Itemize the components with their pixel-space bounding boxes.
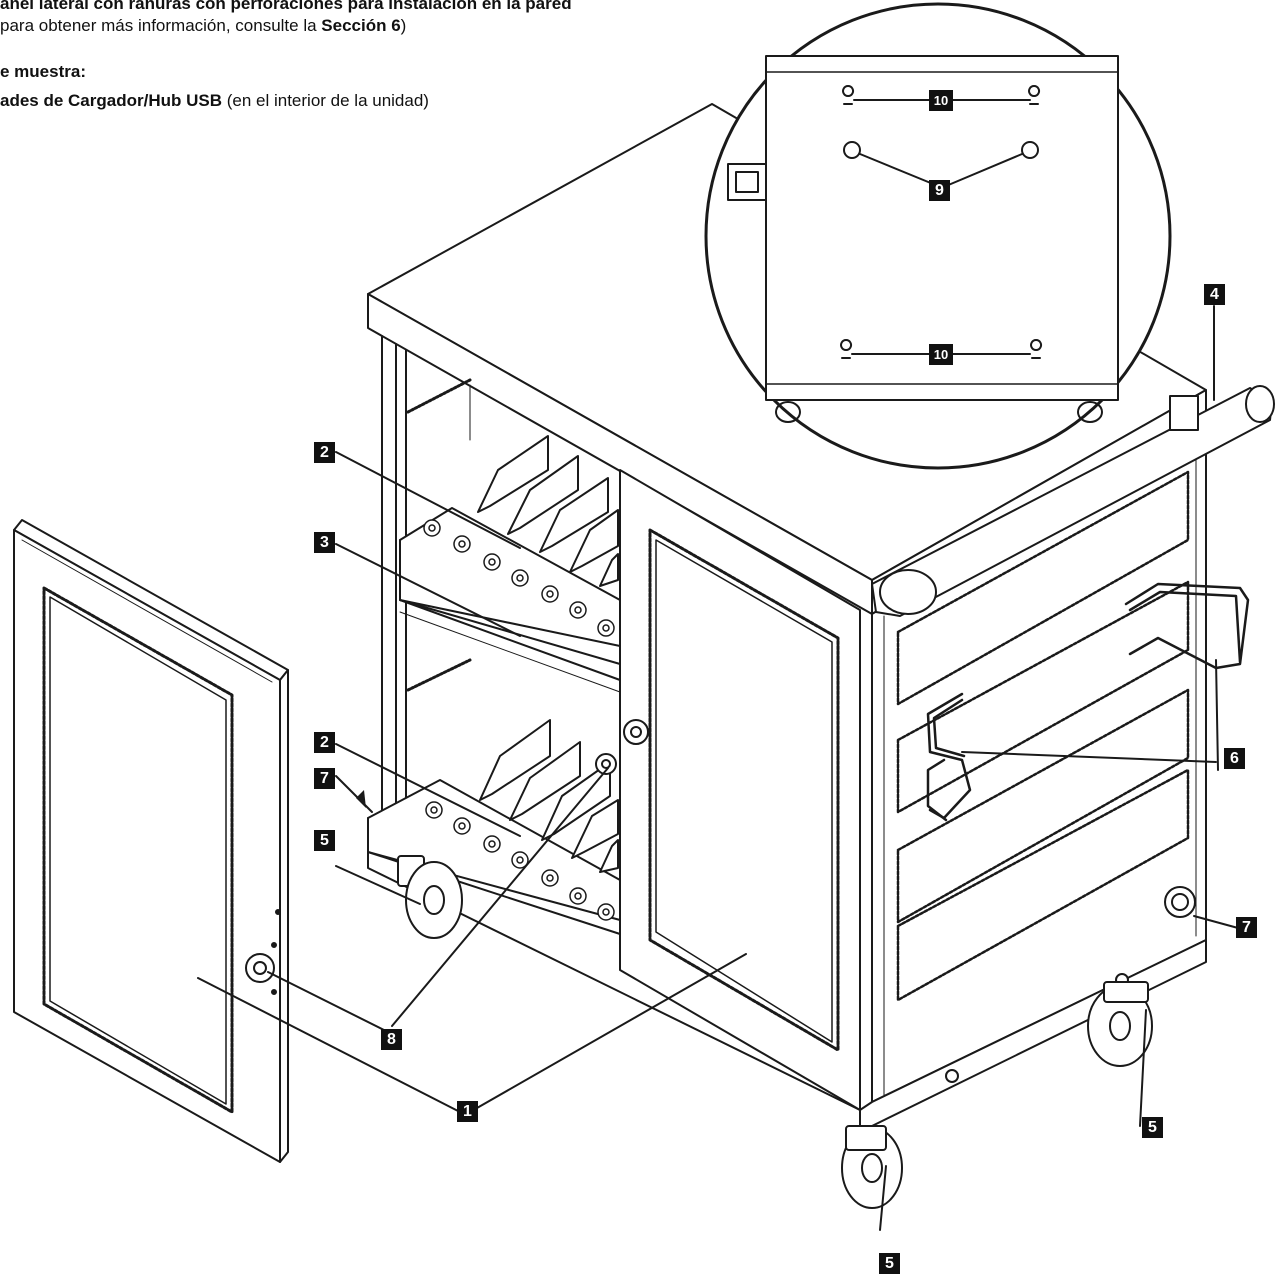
leader-lines [197, 99, 1239, 1231]
callout-3: 3 [314, 532, 335, 553]
text-close-paren: ) [400, 16, 407, 35]
text-wall-mount-panel: anel lateral con ranuras con perforacion… [0, 0, 572, 13]
callout-2-upper: 2 [314, 442, 335, 463]
header-line-wall-mount: anel lateral con ranuras con perforacion… [0, 0, 572, 14]
text-shown: e muestra: [0, 62, 86, 81]
lower-shelf-dividers [479, 719, 619, 873]
callout-7-left: 7 [314, 768, 335, 789]
detail-inset [704, 2, 1172, 470]
callout-2-lower: 2 [314, 732, 335, 753]
text-more-info: para obtener más información, consulte l… [0, 16, 322, 35]
callout-6: 6 [1224, 748, 1245, 769]
callout-10-bottom: 10 [929, 344, 953, 365]
header-line-shown: e muestra: [0, 62, 86, 82]
header-line-usb-hub: ades de Cargador/Hub USB (en el interior… [0, 91, 429, 111]
top-handle [871, 385, 1275, 617]
detached-door [13, 519, 289, 1163]
lower-shelf-ports [425, 801, 615, 921]
callout-4: 4 [1204, 284, 1225, 305]
text-usb-hub-units: ades de Cargador/Hub USB [0, 91, 222, 110]
callout-10-top: 10 [929, 90, 953, 111]
upper-shelf-dividers [477, 435, 619, 587]
callout-1: 1 [457, 1101, 478, 1122]
callout-5-bottom: 5 [879, 1253, 900, 1274]
callout-9: 9 [929, 180, 950, 201]
callout-7-right: 7 [1236, 917, 1257, 938]
upper-shelf-ports [423, 519, 615, 637]
text-section-6: Sección 6 [321, 16, 401, 35]
cord-wraps [926, 582, 1250, 822]
casters [397, 855, 1153, 1209]
text-inside-unit: (en el interior de la unidad) [222, 91, 429, 110]
callout-5-right: 5 [1142, 1117, 1163, 1138]
callout-8: 8 [381, 1029, 402, 1050]
header-line-section-ref: para obtener más información, consulte l… [0, 16, 406, 36]
front-door [595, 469, 861, 1111]
callout-5-left: 5 [314, 830, 335, 851]
